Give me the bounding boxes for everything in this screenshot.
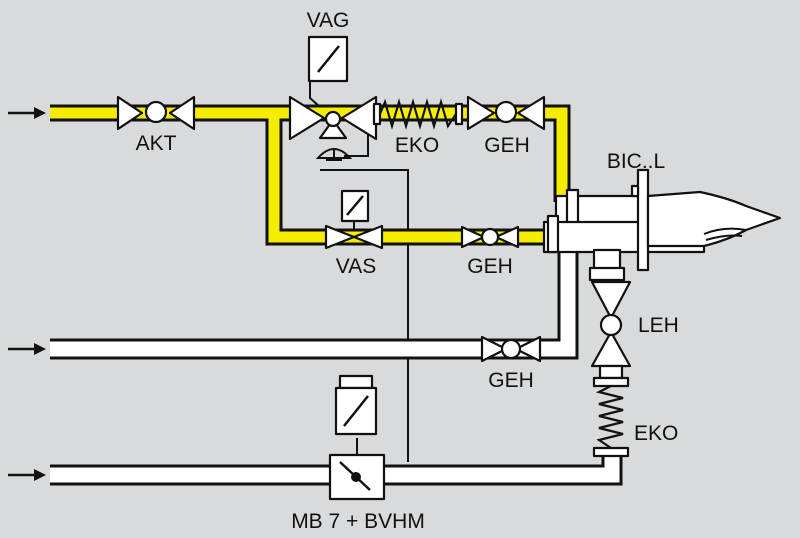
arrow-right-icon bbox=[8, 107, 46, 119]
label-akt: AKT bbox=[136, 132, 177, 155]
arrow-right-icon bbox=[8, 343, 46, 355]
geh-mid-valve bbox=[460, 225, 520, 249]
label-eko-top: EKO bbox=[395, 134, 439, 157]
inlet-arrows bbox=[8, 107, 46, 481]
geh-top-valve bbox=[466, 95, 546, 131]
label-eko-air: EKO bbox=[634, 422, 678, 445]
burner-icon bbox=[542, 168, 782, 282]
label-vag: VAG bbox=[307, 9, 350, 32]
air-pipes bbox=[50, 248, 623, 486]
akt-valve bbox=[116, 95, 196, 131]
label-bic: BIC..L bbox=[607, 150, 665, 173]
arrow-right-icon bbox=[8, 469, 46, 481]
mb7-bvhm-valve bbox=[328, 374, 386, 501]
label-geh-mid: GEH bbox=[467, 255, 513, 278]
label-leh: LEH bbox=[638, 314, 679, 337]
vag-valve bbox=[288, 35, 378, 141]
leh-valve bbox=[590, 280, 632, 380]
vas-valve bbox=[324, 189, 384, 250]
label-geh-top: GEH bbox=[484, 134, 530, 157]
label-vas: VAS bbox=[336, 255, 376, 278]
geh-air-valve bbox=[480, 335, 542, 363]
label-mb7-bvhm: MB 7 + BVHM bbox=[291, 510, 425, 533]
gas-pipe bbox=[50, 104, 571, 246]
bellows-icon bbox=[592, 376, 630, 458]
bellows-icon bbox=[372, 98, 464, 130]
labels: VAG AKT EKO GEH BIC..L VAS GEH LEH GEH E… bbox=[136, 9, 679, 533]
label-geh-air: GEH bbox=[488, 369, 534, 392]
